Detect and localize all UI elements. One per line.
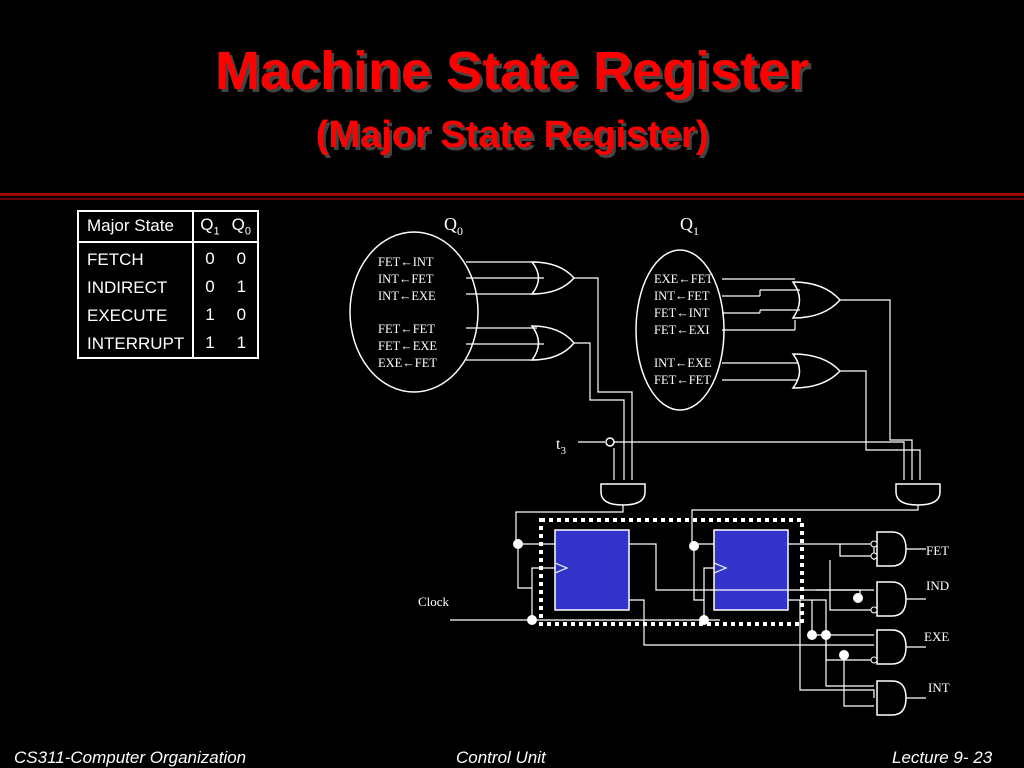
decoder-and-gate — [876, 629, 907, 665]
state-q0: 0 — [236, 305, 247, 324]
register-boundary — [539, 518, 804, 626]
and-gate — [895, 483, 941, 506]
output-label: FET — [926, 543, 949, 558]
flipflop-q1 — [554, 529, 630, 611]
table-row: INTERRUPT 1 1 — [78, 329, 258, 358]
q0-input-label: EXE←FET — [378, 356, 437, 370]
header-major-state: Major State — [78, 211, 195, 243]
or-gate — [530, 325, 575, 361]
footer-lecture: Lecture 9- 23 — [892, 748, 993, 767]
inverter-bubble — [870, 540, 878, 548]
state-name: EXECUTE — [78, 301, 195, 329]
and-gate — [600, 483, 646, 506]
q0-input-label: FET←FET — [378, 322, 435, 336]
junction-dot — [821, 630, 831, 640]
state-q0: 1 — [236, 277, 247, 296]
major-state-table: Major State Q1 Q0 FETCH 0 0 INDIRECT 0 1… — [77, 210, 259, 359]
slide-subtitle: (Major State Register) — [315, 114, 709, 156]
decoder-and-gate — [876, 531, 907, 567]
q1-label: Q1 — [680, 214, 699, 238]
q1-input-label: INT←FET — [654, 289, 710, 303]
state-q1: 1 — [205, 333, 215, 352]
t3-label: t3 — [556, 436, 566, 457]
junction-dot — [807, 630, 817, 640]
header-q1: Q1 — [193, 211, 226, 243]
state-q1: 1 — [205, 305, 215, 324]
junction-dot — [839, 650, 849, 660]
header-q0: Q0 — [225, 211, 258, 243]
slide-title: Machine State Register — [214, 41, 810, 101]
q0-input-label: FET←EXE — [378, 339, 437, 353]
table-row: INDIRECT 0 1 — [78, 273, 258, 301]
q0-input-group — [349, 231, 479, 393]
junction-dot — [689, 541, 699, 551]
q1-input-label: FET←FET — [654, 373, 711, 387]
output-label: EXE — [924, 629, 949, 644]
junction-dot — [513, 539, 523, 549]
register-wiring — [450, 505, 919, 707]
state-q1: 0 — [205, 249, 215, 268]
inverter-bubble — [870, 656, 878, 664]
state-q1: 0 — [205, 277, 215, 296]
q0-input-label: INT←EXE — [378, 289, 436, 303]
state-q0: 0 — [236, 249, 247, 268]
q1-input-wires — [722, 278, 800, 381]
junction-dot — [853, 593, 863, 603]
q1-input-label: INT←EXE — [654, 356, 712, 370]
decoder-and-gate — [876, 680, 907, 716]
state-name: INDIRECT — [78, 273, 195, 301]
junction-dot — [699, 615, 709, 625]
decoder-and-gate — [876, 581, 907, 617]
or-gate — [791, 353, 842, 389]
inverter-bubble — [870, 606, 878, 614]
inverter-bubble — [870, 552, 878, 560]
or-gate — [530, 261, 575, 295]
output-label: INT — [928, 680, 950, 695]
q0-input-label: FET←INT — [378, 255, 434, 269]
t3-node — [605, 437, 615, 447]
q0-input-wires — [466, 261, 544, 361]
title-divider-shadow — [0, 198, 1024, 200]
table-row: EXECUTE 1 0 — [78, 301, 258, 329]
footer-course: CS311-Computer Organization — [14, 748, 247, 767]
q1-input-label: EXE←FET — [654, 272, 713, 286]
state-q0: 1 — [236, 333, 247, 352]
q0-input-label: INT←FET — [378, 272, 434, 286]
state-name: INTERRUPT — [78, 329, 195, 358]
output-label: IND — [926, 578, 949, 593]
or-gate — [791, 281, 842, 319]
q1-input-label: FET←EXI — [654, 323, 710, 337]
q1-input-label: FET←INT — [654, 306, 710, 320]
footer-topic: Control Unit — [456, 748, 546, 767]
q0-label: Q0 — [444, 214, 463, 238]
table-header-row: Major State Q1 Q0 — [78, 211, 258, 243]
flipflop-q0 — [713, 529, 789, 611]
title-divider — [0, 193, 1024, 196]
table-row: FETCH 0 0 — [78, 242, 258, 273]
clock-label: Clock — [418, 594, 450, 609]
junction-dot — [527, 615, 537, 625]
or-output-wires — [574, 277, 921, 480]
state-name: FETCH — [78, 242, 195, 273]
